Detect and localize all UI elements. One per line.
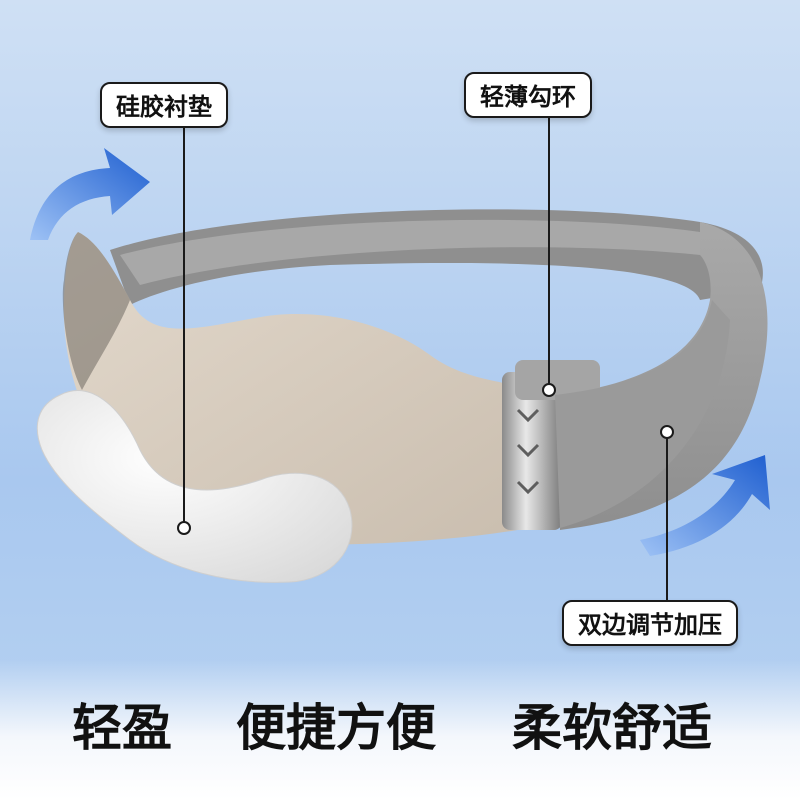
strap-inner-top [120, 219, 700, 285]
callout-silicone-pad: 硅胶衬垫 [100, 82, 228, 128]
buckle-chevrons [516, 408, 540, 495]
arrow-left [30, 148, 150, 240]
callout-thin-hook: 轻薄勾环 [464, 72, 592, 118]
leader-lines [183, 118, 668, 600]
shell-shadow [62, 232, 130, 390]
silicone-pad [36, 390, 353, 583]
feature-row: 轻盈 便捷方便 柔软舒适 [0, 688, 800, 768]
leader-dots [177, 383, 674, 535]
strap-end [555, 300, 730, 528]
arrow-right [640, 455, 770, 556]
feature-soft-comfortable: 柔软舒适 [512, 699, 712, 757]
metal-buckle-top [515, 360, 600, 400]
feature-convenient: 便捷方便 [236, 699, 436, 757]
callout-double-adjust: 双边调节加压 [562, 600, 738, 646]
feature-light: 轻盈 [72, 699, 172, 757]
